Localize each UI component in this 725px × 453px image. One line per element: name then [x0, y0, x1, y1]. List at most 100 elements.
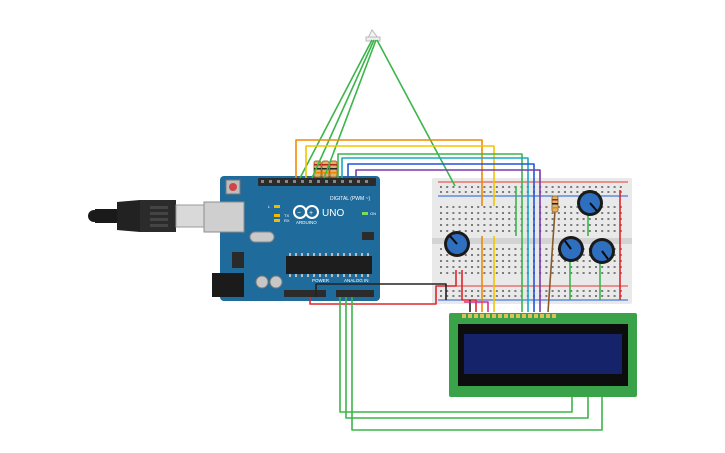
breadboard-hole[interactable]: [601, 295, 604, 297]
breadboard-hole[interactable]: [588, 218, 591, 220]
breadboard-hole[interactable]: [601, 290, 604, 292]
dc-barrel-jack[interactable]: [212, 273, 244, 297]
breadboard-hole[interactable]: [613, 260, 616, 262]
breadboard-hole[interactable]: [452, 186, 455, 188]
lcd-pin[interactable]: [528, 314, 532, 318]
lcd-pin[interactable]: [462, 314, 466, 318]
breadboard-hole[interactable]: [483, 290, 486, 292]
breadboard-hole[interactable]: [471, 248, 473, 250]
breadboard-hole[interactable]: [570, 186, 573, 188]
breadboard-hole[interactable]: [489, 248, 492, 250]
breadboard-hole[interactable]: [446, 295, 449, 297]
breadboard-hole[interactable]: [495, 191, 498, 193]
arduino-uno-board[interactable]: DIGITAL (PWM ~) − + ARDUINO UNO L TX RX …: [203, 176, 380, 301]
wire-green[interactable]: [299, 39, 373, 179]
breadboard-hole[interactable]: [477, 206, 480, 208]
breadboard-hole[interactable]: [471, 212, 473, 214]
breadboard-hole[interactable]: [440, 218, 442, 220]
breadboard-hole[interactable]: [502, 254, 504, 256]
breadboard-hole[interactable]: [564, 230, 566, 232]
breadboard-hole[interactable]: [508, 254, 511, 256]
breadboard-hole[interactable]: [489, 218, 492, 220]
breadboard-hole[interactable]: [613, 230, 616, 232]
breadboard-hole[interactable]: [489, 230, 492, 232]
breadboard-hole[interactable]: [582, 224, 585, 226]
breadboard-hole[interactable]: [464, 191, 467, 193]
breadboard-hole[interactable]: [601, 266, 604, 268]
breadboard-hole[interactable]: [545, 295, 548, 297]
breadboard-hole[interactable]: [613, 295, 616, 297]
breadboard-hole[interactable]: [576, 266, 579, 268]
breadboard-hole[interactable]: [588, 266, 591, 268]
breadboard-hole[interactable]: [489, 295, 492, 297]
breadboard-hole[interactable]: [508, 218, 511, 220]
breadboard-hole[interactable]: [495, 206, 498, 208]
breadboard-hole[interactable]: [489, 266, 492, 268]
breadboard-hole[interactable]: [607, 224, 610, 226]
breadboard-hole[interactable]: [514, 272, 517, 274]
wire-pink[interactable]: [464, 301, 489, 312]
breadboard-hole[interactable]: [576, 230, 579, 232]
breadboard-hole[interactable]: [570, 272, 573, 274]
breadboard-hole[interactable]: [464, 290, 467, 292]
breadboard-hole[interactable]: [489, 290, 492, 292]
breadboard-hole[interactable]: [440, 248, 442, 250]
lcd-pin[interactable]: [516, 314, 520, 318]
digital-pin[interactable]: [309, 180, 312, 183]
breadboard-hole[interactable]: [446, 212, 449, 214]
digital-pin[interactable]: [341, 180, 344, 183]
breadboard-hole[interactable]: [557, 224, 560, 226]
breadboard-hole[interactable]: [471, 186, 473, 188]
wire-green[interactable]: [376, 39, 456, 187]
breadboard-hole[interactable]: [452, 272, 455, 274]
breadboard-hole[interactable]: [471, 272, 473, 274]
breadboard-hole[interactable]: [452, 206, 455, 208]
breadboard-hole[interactable]: [458, 212, 461, 214]
breadboard-hole[interactable]: [483, 272, 486, 274]
breadboard-hole[interactable]: [440, 266, 442, 268]
breadboard-hole[interactable]: [576, 260, 579, 262]
breadboard-hole[interactable]: [551, 224, 554, 226]
breadboard-hole[interactable]: [613, 254, 616, 256]
breadboard-hole[interactable]: [570, 206, 573, 208]
lcd-pin[interactable]: [552, 314, 556, 318]
breadboard-hole[interactable]: [601, 212, 604, 214]
breadboard-hole[interactable]: [483, 254, 486, 256]
breadboard-hole[interactable]: [570, 295, 573, 297]
breadboard-hole[interactable]: [495, 186, 498, 188]
breadboard-hole[interactable]: [570, 191, 573, 193]
breadboard-hole[interactable]: [483, 191, 486, 193]
breadboard-hole[interactable]: [483, 218, 486, 220]
breadboard-hole[interactable]: [440, 254, 442, 256]
breadboard-hole[interactable]: [458, 224, 461, 226]
breadboard-hole[interactable]: [588, 295, 591, 297]
breadboard-hole[interactable]: [483, 266, 486, 268]
breadboard-hole[interactable]: [576, 191, 579, 193]
breadboard-hole[interactable]: [607, 272, 610, 274]
breadboard-hole[interactable]: [557, 191, 560, 193]
breadboard-hole[interactable]: [502, 248, 504, 250]
digital-pins[interactable]: [261, 180, 368, 183]
breadboard-hole[interactable]: [551, 218, 554, 220]
breadboard-hole[interactable]: [440, 230, 442, 232]
wire-black[interactable]: [315, 283, 447, 300]
breadboard-hole[interactable]: [477, 260, 480, 262]
digital-pin[interactable]: [349, 180, 352, 183]
breadboard-hole[interactable]: [551, 191, 554, 193]
digital-pin[interactable]: [293, 180, 296, 183]
wire-green[interactable]: [345, 297, 589, 419]
breadboard-hole[interactable]: [464, 218, 467, 220]
lcd-pin[interactable]: [504, 314, 508, 318]
breadboard-hole[interactable]: [502, 212, 504, 214]
breadboard-hole[interactable]: [545, 248, 548, 250]
breadboard-hole[interactable]: [613, 186, 616, 188]
breadboard-hole[interactable]: [502, 186, 504, 188]
breadboard-hole[interactable]: [477, 212, 480, 214]
digital-pin[interactable]: [269, 180, 272, 183]
breadboard-hole[interactable]: [613, 191, 616, 193]
breadboard-hole[interactable]: [582, 218, 585, 220]
breadboard-hole[interactable]: [477, 230, 480, 232]
digital-pin[interactable]: [261, 180, 264, 183]
breadboard-hole[interactable]: [471, 218, 473, 220]
breadboard-hole[interactable]: [545, 218, 548, 220]
